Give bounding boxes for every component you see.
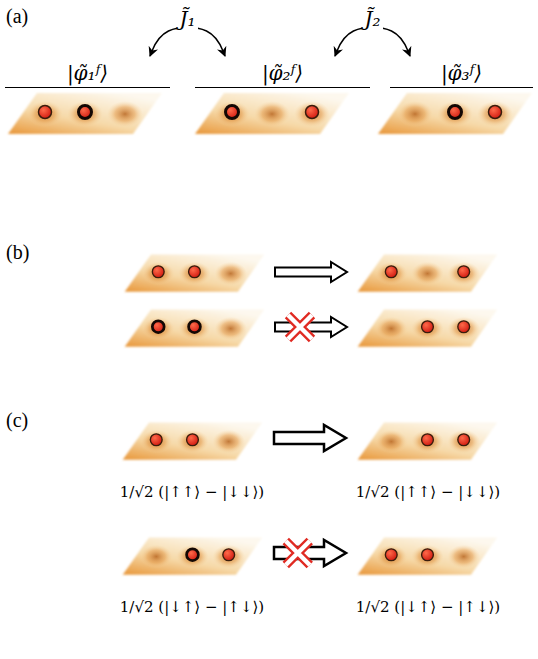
triple-well: [358, 538, 498, 575]
atom: [187, 434, 199, 446]
lattice-picture: [123, 423, 263, 460]
state-level: |φ̃₃ᶠ⟩: [390, 56, 533, 88]
triple-well: [358, 423, 498, 460]
state-text: 1/√2 (|↓↑⟩ − |↑↓⟩): [356, 598, 500, 618]
lattice-picture: [123, 538, 263, 575]
lattice-picture: [195, 93, 349, 134]
atom: [449, 106, 462, 119]
atom: [152, 266, 164, 278]
atom: [458, 434, 470, 446]
lattice-picture: [125, 255, 265, 292]
prohibited-cross: [288, 315, 312, 339]
panel-label: (b): [6, 240, 29, 264]
lattice-picture: [378, 93, 532, 134]
atom: [422, 321, 434, 333]
state-text: |φ̃₃ᶠ⟩: [441, 61, 482, 85]
triple-well: [125, 310, 265, 347]
coupling-label: J̃₁: [177, 8, 197, 30]
hollow-arrow: [275, 262, 347, 282]
transition-arrow: [274, 540, 346, 566]
lattice-picture: [8, 93, 162, 134]
triple-well: [125, 255, 265, 292]
atom: [152, 321, 164, 333]
prohibited-cross: [286, 541, 310, 565]
lattice-picture: [358, 423, 498, 460]
state-text: 1/√2 (|↑↑⟩ − |↓↓⟩): [120, 483, 264, 503]
tunneling-arrow: [150, 27, 225, 56]
triple-well: [8, 93, 162, 134]
spin-state-panel: 1/√2 (|↑↑⟩ − |↓↓⟩): [348, 412, 508, 504]
triple-well: [123, 423, 263, 460]
tunneling-arrow: [335, 27, 410, 56]
state-text: |φ̃₁ᶠ⟩: [67, 61, 108, 85]
atom: [458, 321, 470, 333]
atom: [223, 549, 235, 561]
atom: [187, 549, 199, 561]
atom: [306, 106, 319, 119]
atom: [79, 106, 92, 119]
atom: [422, 434, 434, 446]
atom: [189, 266, 201, 278]
spin-state-panel: 1/√2 (|↑↑⟩ − |↓↓⟩): [112, 412, 272, 504]
triple-well: [358, 310, 498, 347]
atom: [458, 266, 470, 278]
atom: [150, 434, 162, 446]
triple-well: [195, 93, 349, 134]
panel-label: (c): [6, 408, 28, 432]
atom: [422, 549, 434, 561]
lattice-picture: [125, 310, 265, 347]
atom: [385, 549, 397, 561]
atom: [489, 106, 502, 119]
triple-well: [378, 93, 532, 134]
triple-well: [123, 538, 263, 575]
spin-state-panel: 1/√2 (|↓↑⟩ − |↑↓⟩): [112, 527, 272, 619]
panel-label: (a): [6, 4, 28, 28]
lattice-picture: [358, 255, 498, 292]
state-level: |φ̃₂ᶠ⟩: [195, 56, 370, 88]
spin-state-panel: 1/√2 (|↓↑⟩ − |↑↓⟩): [348, 527, 508, 619]
state-text: |φ̃₂ᶠ⟩: [262, 61, 303, 85]
triple-well: [358, 255, 498, 292]
cross-inner: [288, 315, 312, 339]
state-text: 1/√2 (|↑↑⟩ − |↓↓⟩): [356, 483, 500, 503]
atom: [226, 106, 239, 119]
atom: [189, 321, 201, 333]
atom: [385, 266, 397, 278]
state-level: |φ̃₁ᶠ⟩: [5, 56, 170, 88]
state-text: 1/√2 (|↓↑⟩ − |↑↓⟩): [120, 598, 264, 618]
coupling-label: J̃₂: [362, 8, 382, 30]
cross-inner: [286, 541, 310, 565]
cross-outline: [288, 315, 312, 339]
lattice-picture: [358, 538, 498, 575]
atom: [39, 106, 52, 119]
transition-arrow: [274, 425, 346, 451]
cross-outline: [286, 541, 310, 565]
lattice-picture: [358, 310, 498, 347]
